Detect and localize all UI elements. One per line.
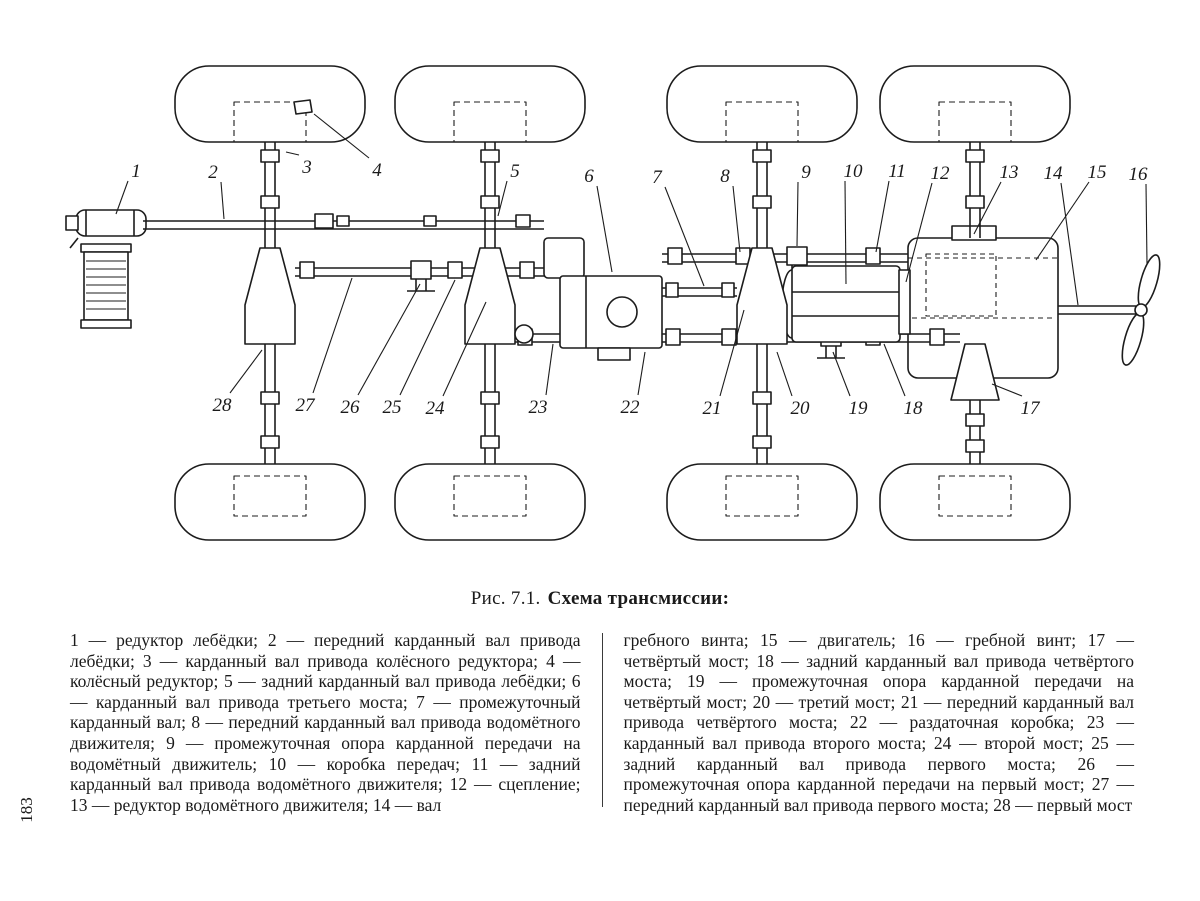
callout-leader-6 bbox=[596, 185, 613, 273]
propeller-blade-bottom bbox=[1121, 312, 1145, 366]
propeller-assembly bbox=[1058, 254, 1161, 366]
callout-leader-17 bbox=[991, 383, 1023, 397]
figure-caption-number: Рис. 7.1. bbox=[470, 588, 541, 609]
callout-5: 5 bbox=[510, 161, 520, 182]
clutch bbox=[898, 269, 911, 335]
callout-leader-28 bbox=[229, 349, 263, 394]
figure-caption: Рис. 7.1. Схема трансмиссии: bbox=[0, 588, 1200, 610]
winch-pto bbox=[543, 237, 585, 279]
callout-leader-18 bbox=[883, 343, 906, 397]
callout-leader-3 bbox=[285, 151, 300, 156]
callout-leader-14 bbox=[1060, 182, 1079, 306]
callout-leader-27 bbox=[312, 277, 353, 394]
callout-17: 17 bbox=[1021, 398, 1042, 419]
callout-leader-22 bbox=[637, 351, 646, 396]
callout-27: 27 bbox=[296, 395, 317, 416]
callout-leader-1 bbox=[115, 180, 129, 215]
callout-14: 14 bbox=[1044, 163, 1064, 184]
callout-16: 16 bbox=[1129, 164, 1149, 185]
callout-1: 1 bbox=[131, 161, 141, 182]
winch bbox=[65, 209, 147, 329]
callout-leader-19 bbox=[832, 351, 851, 397]
callout-leader-25 bbox=[399, 279, 456, 396]
callout-21: 21 bbox=[703, 398, 722, 419]
callout-23: 23 bbox=[529, 397, 548, 418]
callout-leader-16 bbox=[1145, 183, 1148, 265]
callout-leader-13 bbox=[973, 181, 1002, 235]
callout-leader-23 bbox=[545, 343, 554, 396]
callout-leader-2 bbox=[220, 181, 225, 220]
third-axle bbox=[736, 247, 788, 345]
axle-housings bbox=[244, 247, 1000, 401]
callout-11: 11 bbox=[888, 161, 906, 182]
callout-24: 24 bbox=[426, 398, 446, 419]
callout-leader-15 bbox=[1035, 181, 1090, 261]
propeller-hub bbox=[1134, 303, 1148, 317]
waterjet-driveline bbox=[662, 246, 908, 274]
callout-leader-11 bbox=[875, 180, 890, 253]
figure-legend: 1 — редуктор лебёдки; 2 — передний карда… bbox=[70, 630, 1134, 815]
callout-19: 19 bbox=[849, 398, 869, 419]
callout-2: 2 bbox=[208, 162, 218, 183]
fourth-axle bbox=[950, 343, 1000, 401]
callout-6: 6 bbox=[584, 166, 594, 187]
legend-column-divider bbox=[601, 633, 603, 808]
winch-rope-drum bbox=[83, 251, 129, 321]
legend-right-column: гребного винта; 15 — двигатель; 16 — гре… bbox=[623, 630, 1135, 815]
callout-8: 8 bbox=[720, 166, 730, 187]
callout-leader-20 bbox=[776, 351, 793, 397]
legend-left-column: 1 — редуктор лебёдки; 2 — передний карда… bbox=[70, 630, 581, 815]
wheel-reducer bbox=[293, 99, 313, 115]
callout-leader-4 bbox=[313, 113, 370, 159]
second-axle bbox=[464, 247, 516, 345]
callout-leader-5 bbox=[497, 180, 508, 217]
front-driveline bbox=[295, 260, 560, 292]
intermediate-support-first-axle bbox=[407, 260, 435, 292]
transmission-diagram: 1234567891011121314151617181920212223242… bbox=[65, 65, 1161, 541]
callout-leader-8 bbox=[732, 185, 741, 253]
intermediate-cardan-shaft bbox=[662, 282, 737, 298]
callout-leader-12 bbox=[905, 182, 933, 283]
callout-18: 18 bbox=[904, 398, 924, 419]
callout-20: 20 bbox=[791, 398, 811, 419]
callout-leader-26 bbox=[357, 283, 421, 396]
callout-15: 15 bbox=[1088, 162, 1107, 183]
callout-28: 28 bbox=[213, 395, 233, 416]
first-axle bbox=[244, 247, 296, 345]
callout-3: 3 bbox=[301, 157, 312, 178]
callout-leader-10 bbox=[844, 180, 847, 285]
wheel-hub-dashed-boxes bbox=[233, 101, 1012, 517]
callout-22: 22 bbox=[621, 397, 641, 418]
callout-4: 4 bbox=[372, 160, 382, 181]
callout-9: 9 bbox=[801, 162, 811, 183]
figure-caption-title: Схема трансмиссии: bbox=[547, 588, 730, 609]
winch-drive-shaft bbox=[143, 213, 544, 230]
callout-7: 7 bbox=[652, 167, 663, 188]
callout-25: 25 bbox=[383, 397, 402, 418]
gearbox bbox=[781, 265, 911, 343]
wheel-drive-shafts bbox=[260, 142, 985, 464]
callout-leader-21 bbox=[719, 309, 745, 397]
callout-13: 13 bbox=[1000, 162, 1019, 183]
intermediate-support-waterjet bbox=[786, 246, 808, 274]
callout-10: 10 bbox=[844, 161, 864, 182]
callout-leader-7 bbox=[664, 186, 705, 287]
callout-leader-24 bbox=[442, 301, 487, 397]
propeller-blade-top bbox=[1137, 254, 1161, 308]
transfer-case bbox=[543, 237, 663, 361]
wheels bbox=[174, 65, 1071, 541]
callout-12: 12 bbox=[931, 163, 951, 184]
callout-leader-9 bbox=[796, 181, 799, 247]
page-number: 183 bbox=[16, 797, 36, 823]
callout-26: 26 bbox=[341, 397, 361, 418]
